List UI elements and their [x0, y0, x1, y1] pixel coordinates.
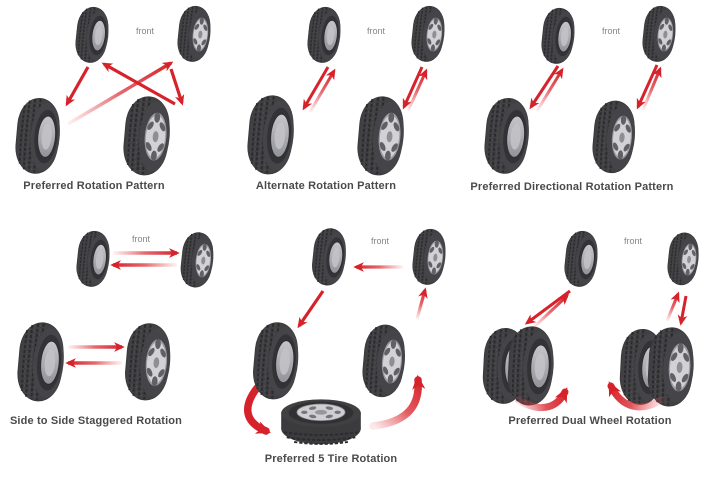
tire-front-left-icon [539, 5, 578, 67]
tire-front-left-icon [74, 228, 113, 290]
curved-arrow-spare-to-rear-right-icon [369, 374, 426, 430]
front-label: front [132, 234, 151, 244]
tire-front-right-icon [410, 226, 449, 288]
front-label: front [624, 236, 643, 246]
arrow-front-left-to-dual-left-icon [524, 289, 571, 325]
tire-rear-right-icon [120, 93, 174, 179]
arrow-rear-right-to-front-right-icon [406, 68, 428, 112]
front-label: front [367, 26, 386, 36]
tire-rear-right-icon [589, 97, 639, 176]
tire-front-left-icon [309, 226, 350, 288]
panel-title-preferred-dual-wheel: Preferred Dual Wheel Rotation [508, 415, 672, 427]
tire-rear-left-icon [244, 92, 298, 178]
tire-front-right-icon [177, 230, 217, 290]
tire-front-left-icon [305, 4, 344, 66]
tire-rear-left-icon [481, 95, 533, 177]
front-label: front [136, 26, 155, 36]
panel-title-preferred-rotation: Preferred Rotation Pattern [23, 180, 165, 192]
panel-preferred-directional-rotation [481, 3, 679, 177]
tire-front-right-icon [175, 3, 214, 65]
panel-preferred-5-tire [244, 226, 449, 446]
tire-front-right-icon [409, 3, 448, 65]
tire-rear-left-icon [12, 95, 64, 177]
tire-rear-right-icon [359, 322, 409, 400]
arrow-front-left-to-rear-left-icon [529, 65, 560, 110]
curved-arrow-dual-right-swap-icon [607, 381, 665, 411]
tire-rear-right-icon [121, 321, 175, 403]
curved-arrow-dual-left-swap-icon [514, 387, 569, 411]
tire-rear-left-icon [14, 320, 68, 404]
panel-preferred-dual-wheel [480, 228, 702, 411]
tire-rear-right-icon [354, 93, 408, 179]
panel-alternate-rotation [244, 3, 448, 179]
tire-front-right-icon [640, 3, 679, 65]
tire-front-left-icon [562, 228, 601, 290]
arrow-front-left-to-rear-left-icon [297, 290, 325, 329]
arrow-dual-right-to-front-right-icon [665, 291, 680, 322]
arrow-front-right-to-rear-right-icon [169, 68, 185, 106]
panel-side-to-side-staggered [14, 228, 217, 404]
arrow-rear-right-to-front-right-icon [641, 66, 662, 111]
arrow-rear-left-to-front-right-icon [67, 61, 174, 126]
panel-preferred-rotation [12, 3, 214, 179]
tire-front-left-icon [73, 4, 112, 66]
tire-rear-left-icon [249, 320, 303, 402]
spare-tire-icon [280, 398, 362, 446]
front-label: front [371, 236, 390, 246]
arrow-rear-right-to-front-right-icon [415, 287, 428, 320]
curved-arrow-rear-left-to-spare-icon [244, 384, 271, 435]
arrow-front-left-to-rear-left-icon [65, 66, 90, 107]
panel-title-alternate-rotation: Alternate Rotation Pattern [255, 180, 397, 192]
arrow-rear-right-to-front-left-icon [101, 62, 176, 106]
panel-title-preferred-directional-rotation: Preferred Directional Rotation Pattern [470, 181, 674, 193]
tire-front-right-icon [665, 230, 702, 288]
arrow-front-left-to-rear-left-icon [302, 66, 330, 111]
front-label: front [602, 26, 621, 36]
panel-title-preferred-5-tire: Preferred 5 Tire Rotation [264, 453, 398, 465]
arrow-rear-left-to-front-left-icon [308, 68, 336, 113]
arrow-front-right-to-dual-right-icon [677, 295, 688, 326]
arrow-rear-left-to-front-left-icon [535, 67, 564, 112]
panel-title-side-to-side-staggered: Side to Side Staggered Rotation [9, 415, 183, 427]
arrow-dual-left-to-front-left-icon [532, 294, 570, 329]
